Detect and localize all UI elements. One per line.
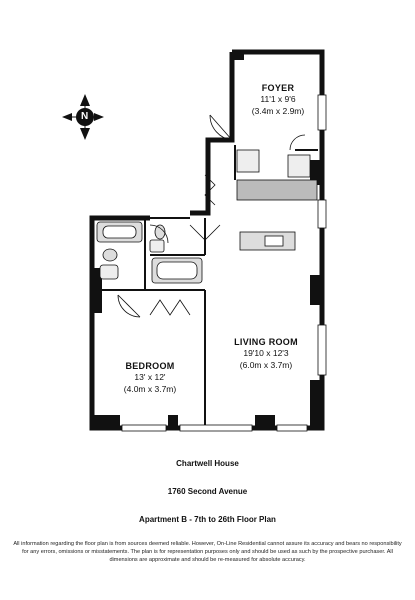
bathroom-fixtures [96,221,203,284]
bedroom-label: BEDROOM 13' x 12' (4.0m x 3.7m) [100,360,200,395]
living-room-label: LIVING ROOM 19'10 x 12'3 (6.0m x 3.7m) [212,336,320,371]
interior-walls [97,145,318,425]
windows [121,94,327,432]
kitchen [236,149,318,251]
building-name: Chartwell House [176,459,239,468]
building-address: 1760 Second Avenue [167,487,248,496]
living-room-dims-metric: (6.0m x 3.7m) [239,359,293,370]
living-room-dims-imperial: 19'10 x 12'3 [243,348,289,359]
plan-title: Apartment B - 7th to 26th Floor Plan [139,515,276,524]
bedroom-dims-metric: (4.0m x 3.7m) [123,383,177,394]
foyer-name: FOYER [261,83,295,93]
foyer-dims-imperial: 11'1 x 9'6 [260,94,296,105]
bedroom-name: BEDROOM [125,361,175,371]
bedroom-dims-imperial: 13' x 12' [134,372,166,383]
disclaimer-text: All information regarding the floor plan… [13,541,402,564]
north-arrow-icon [62,94,104,140]
doors [117,114,306,318]
compass-label: N [81,111,89,122]
living-room-name: LIVING ROOM [234,337,298,347]
wall-blocks [92,52,322,428]
foyer-dims-metric: (3.4m x 2.9m) [251,105,305,116]
foyer-label: FOYER 11'1 x 9'6 (3.4m x 2.9m) [236,82,320,117]
